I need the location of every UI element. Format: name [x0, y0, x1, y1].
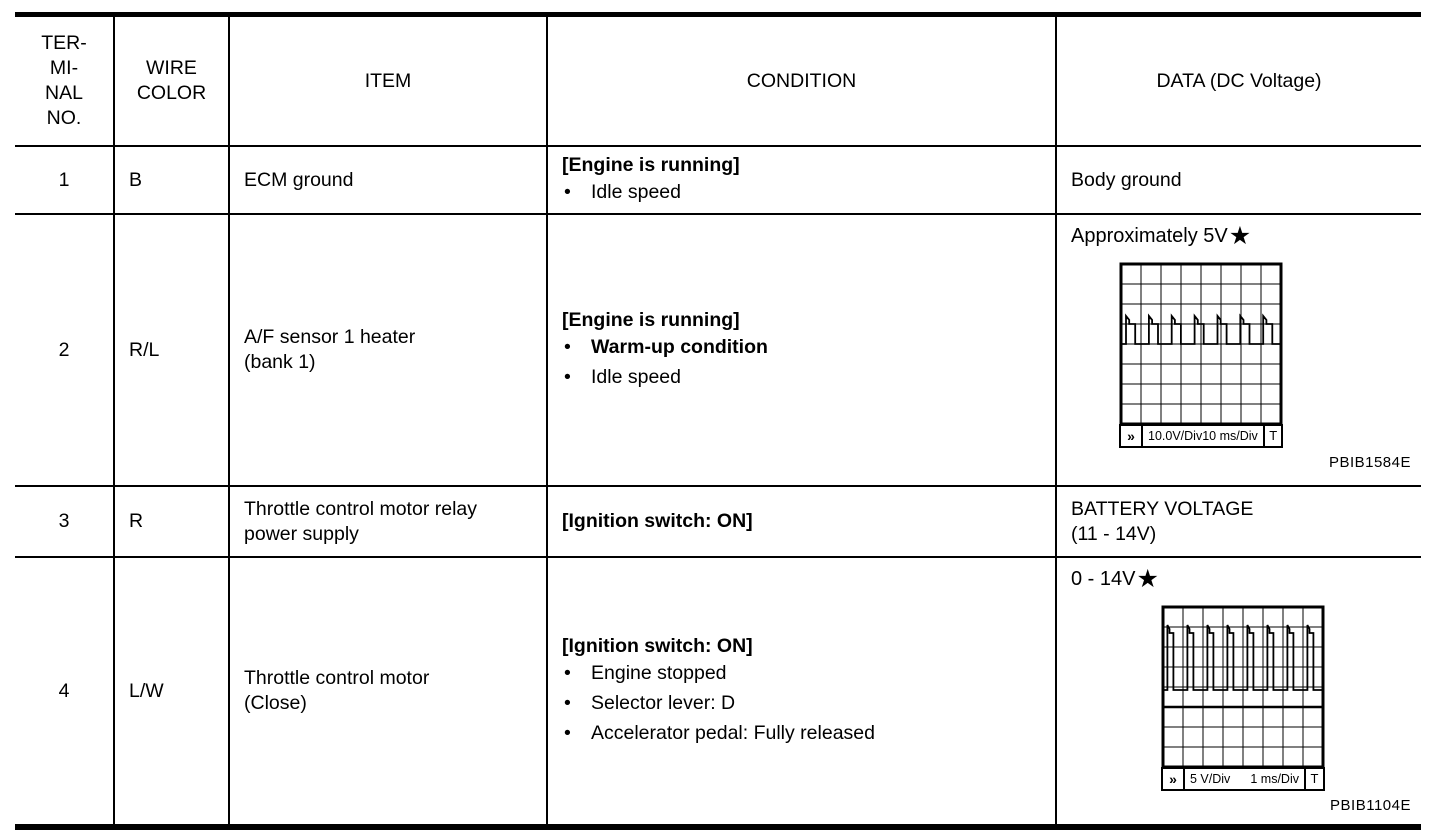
data-cell: 0 - 14V★ » 5 V/Div 1 ms/Div T PBIB1104E — [1057, 558, 1421, 824]
condition-bullet-text: Engine stopped — [591, 662, 727, 685]
scope-volts-per-div: 5 V/Div — [1190, 771, 1231, 786]
data-cell: Body ground — [1057, 147, 1421, 215]
bullet-icon: • — [564, 662, 571, 685]
condition-state: [Engine is running] — [562, 153, 740, 176]
table-grid: TER- MI- NAL NO. WIRE COLOR ITEM CONDITI… — [15, 17, 1421, 824]
data-cell: Approximately 5V★ » 10.0V/Div 10 ms/Div … — [1057, 215, 1421, 487]
scope-time-per-div: 10 ms/Div — [1202, 428, 1258, 443]
item-cell: A/F sensor 1 heater (bank 1) — [230, 215, 548, 487]
col-header-terminal-no: TER- MI- NAL NO. — [15, 17, 115, 147]
condition-bullet-text: Accelerator pedal: Fully released — [591, 722, 875, 745]
condition-cell: [Ignition switch: ON] • Engine stopped •… — [548, 558, 1057, 824]
scope-cursor-icon: » — [1121, 425, 1143, 446]
condition-bullet: • Selector lever: D — [562, 688, 1045, 718]
data-cell: BATTERY VOLTAGE (11 - 14V) — [1057, 487, 1421, 558]
wire-color-cell: L/W — [115, 558, 230, 824]
oscilloscope-footer: » 5 V/Div 1 ms/Div T — [1161, 766, 1325, 791]
wire-color-cell: R — [115, 487, 230, 558]
condition-bullet-text: Idle speed — [591, 181, 681, 204]
col-header-condition: CONDITION — [548, 17, 1057, 147]
oscilloscope-grid — [1161, 605, 1325, 769]
col-header-wire-color: WIRE COLOR — [115, 17, 230, 147]
condition-bullet: • Idle speed — [562, 177, 1045, 207]
oscilloscope-trace: » 5 V/Div 1 ms/Div T — [1161, 605, 1325, 791]
wire-color-cell: B — [115, 147, 230, 215]
star-icon: ★ — [1228, 222, 1252, 251]
bullet-icon: • — [564, 181, 571, 204]
condition-cell: [Ignition switch: ON] — [548, 487, 1057, 558]
figure-caption: PBIB1104E — [1330, 796, 1411, 814]
terminal-no-cell: 2 — [15, 215, 115, 487]
wire-color-cell: R/L — [115, 215, 230, 487]
data-value-text: Approximately 5V — [1071, 225, 1228, 247]
condition-bullet-text: Idle speed — [591, 366, 681, 389]
figure-caption: PBIB1584E — [1328, 453, 1411, 471]
condition-bullet: • Accelerator pedal: Fully released — [562, 718, 1045, 748]
condition-bullet-text: Selector lever: D — [591, 692, 736, 715]
condition-bullet: • Idle speed — [562, 362, 1045, 392]
bullet-icon: • — [564, 722, 571, 745]
scope-volts-per-div: 10.0V/Div — [1148, 428, 1203, 443]
bullet-icon: • — [564, 692, 571, 715]
data-value-text: 0 - 14V — [1071, 568, 1136, 590]
scope-trigger-flag: T — [1304, 768, 1323, 789]
bullet-icon: • — [564, 336, 571, 359]
oscilloscope-grid — [1119, 262, 1283, 426]
condition-state: [Engine is running] — [562, 308, 740, 331]
col-header-item: ITEM — [230, 17, 548, 147]
condition-bullet: • Engine stopped — [562, 658, 1045, 688]
item-cell: ECM ground — [230, 147, 548, 215]
data-value: Approximately 5V★ — [1071, 224, 1413, 250]
condition-cell: [Engine is running] • Warm-up condition … — [548, 215, 1057, 487]
scope-time-per-div: 1 ms/Div — [1250, 771, 1299, 786]
star-icon: ★ — [1136, 565, 1159, 594]
bullet-icon: • — [564, 366, 571, 389]
terminal-voltage-table: TER- MI- NAL NO. WIRE COLOR ITEM CONDITI… — [15, 12, 1421, 830]
terminal-no-cell: 3 — [15, 487, 115, 558]
col-header-data: DATA (DC Voltage) — [1057, 17, 1421, 147]
condition-cell: [Engine is running] • Idle speed — [548, 147, 1057, 215]
scope-cursor-icon: » — [1163, 768, 1185, 789]
terminal-no-cell: 1 — [15, 147, 115, 215]
oscilloscope-trace: » 10.0V/Div 10 ms/Div T — [1119, 262, 1283, 448]
scope-trigger-flag: T — [1262, 425, 1282, 446]
oscilloscope-footer: » 10.0V/Div 10 ms/Div T — [1119, 423, 1283, 448]
condition-state: [Ignition switch: ON] — [562, 510, 753, 533]
terminal-no-cell: 4 — [15, 558, 115, 824]
condition-state: [Ignition switch: ON] — [562, 634, 753, 657]
item-cell: Throttle control motor relay power suppl… — [230, 487, 548, 558]
item-cell: Throttle control motor (Close) — [230, 558, 548, 824]
data-value: 0 - 14V★ — [1071, 567, 1413, 593]
condition-bullet-text: Warm-up condition — [591, 336, 768, 359]
condition-bullet: • Warm-up condition — [562, 332, 1045, 362]
